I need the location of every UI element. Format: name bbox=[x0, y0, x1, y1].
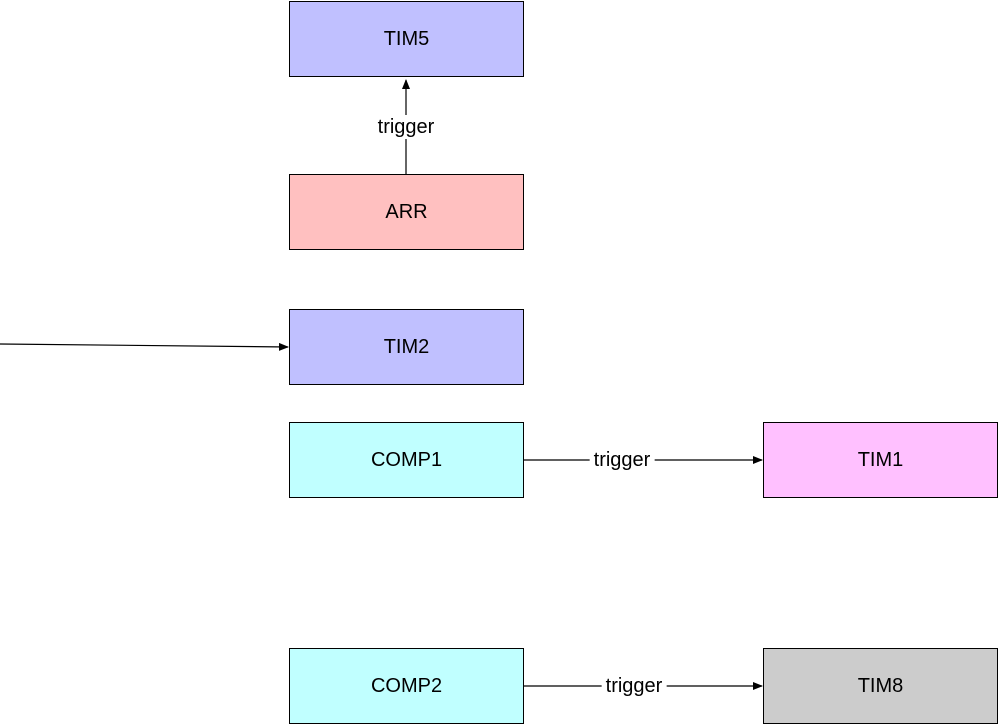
edge-label-comp2-tim8: trigger bbox=[601, 674, 667, 698]
node-comp2[interactable]: COMP2 bbox=[289, 648, 524, 724]
edge-label-arr-tim5: trigger bbox=[373, 115, 439, 139]
node-comp1[interactable]: COMP1 bbox=[289, 422, 524, 498]
node-tim5[interactable]: TIM5 bbox=[289, 1, 524, 77]
arrow-incoming-tim2 bbox=[0, 342, 289, 351]
node-tim2[interactable]: TIM2 bbox=[289, 309, 524, 385]
node-tim8[interactable]: TIM8 bbox=[763, 648, 998, 724]
node-tim1[interactable]: TIM1 bbox=[763, 422, 998, 498]
edge-label-comp1-tim1: trigger bbox=[589, 448, 655, 472]
node-arr[interactable]: ARR bbox=[289, 174, 524, 250]
